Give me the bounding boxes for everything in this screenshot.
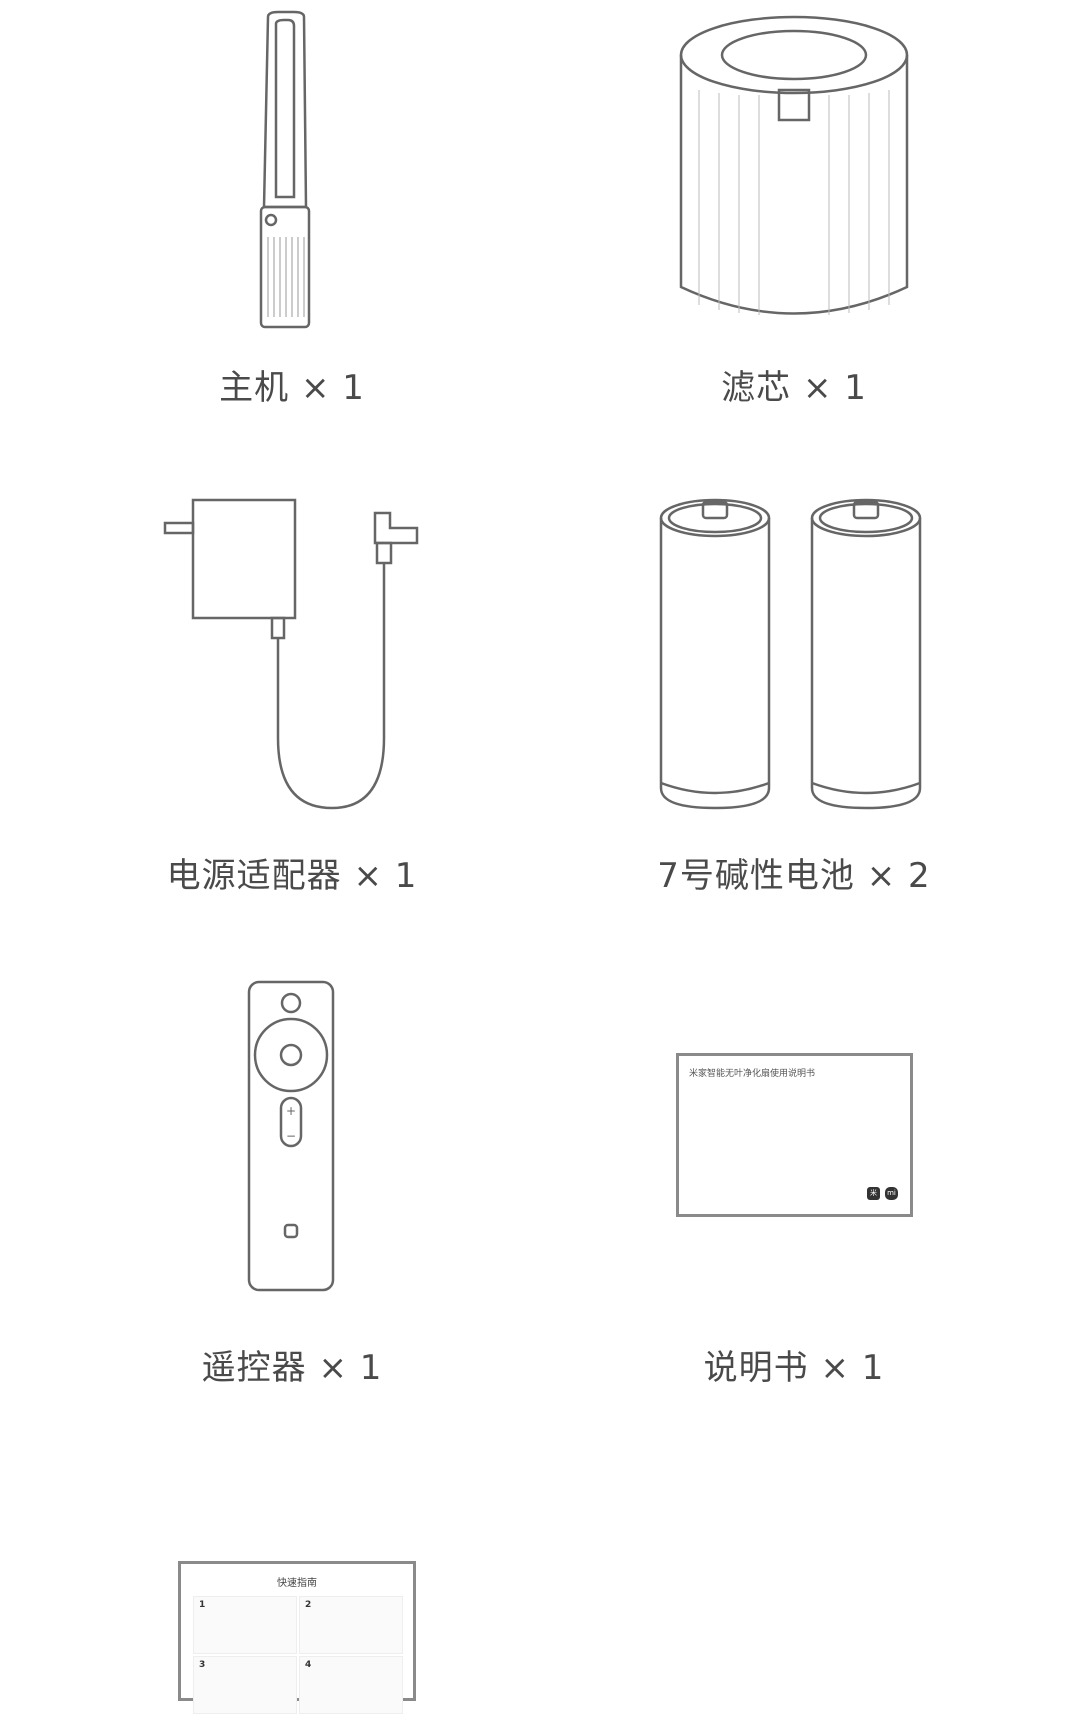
guide-step: 3 — [193, 1656, 297, 1714]
item-name: 滤芯 — [721, 368, 792, 408]
item-name: 电源适配器 — [166, 856, 342, 896]
quick-guide-illustration: 快速指南 1 2 3 4 — [178, 1561, 416, 1714]
item-qty: × 1 — [353, 856, 418, 896]
filter-illustration — [679, 15, 909, 315]
item-label-batteries: 7号碱性电池 × 2 — [594, 848, 994, 897]
item-label-manual: 说明书 × 1 — [594, 1340, 994, 1389]
item-qty: × 1 — [318, 1348, 383, 1388]
item-qty: × 1 — [802, 368, 867, 408]
manual-title: 米家智能无叶净化扇使用说明书 — [689, 1069, 816, 1079]
fan-main-unit-illustration — [259, 10, 311, 329]
mijia-logo: 米家 — [867, 1187, 880, 1210]
item-label-adapter: 电源适配器 × 1 — [92, 848, 492, 897]
remote-control-illustration: + − — [247, 980, 335, 1292]
svg-text:−: − — [286, 1129, 296, 1143]
batteries-illustration — [659, 498, 922, 810]
item-label-filter: 滤芯 × 1 — [594, 360, 994, 409]
item-name: 说明书 — [703, 1348, 809, 1388]
item-label-main-unit: 主机 × 1 — [92, 360, 492, 409]
item-qty: × 1 — [820, 1348, 885, 1388]
item-label-remote: 遥控器 × 1 — [92, 1340, 492, 1389]
item-qty: × 2 — [866, 856, 931, 896]
item-name: 主机 — [219, 368, 290, 408]
svg-text:+: + — [286, 1104, 296, 1118]
item-name: 7号碱性电池 — [657, 856, 855, 896]
mi-logo: mi — [885, 1187, 898, 1200]
guide-step: 4 — [299, 1656, 403, 1714]
user-manual-illustration: 米家智能无叶净化扇使用说明书 米家 mi — [676, 1053, 913, 1217]
guide-step: 2 — [299, 1596, 403, 1654]
guide-step: 1 — [193, 1596, 297, 1654]
item-qty: × 1 — [300, 368, 365, 408]
power-adapter-illustration — [163, 498, 419, 810]
item-name: 遥控器 — [201, 1348, 307, 1388]
quick-guide-title: 快速指南 — [277, 1578, 317, 1589]
